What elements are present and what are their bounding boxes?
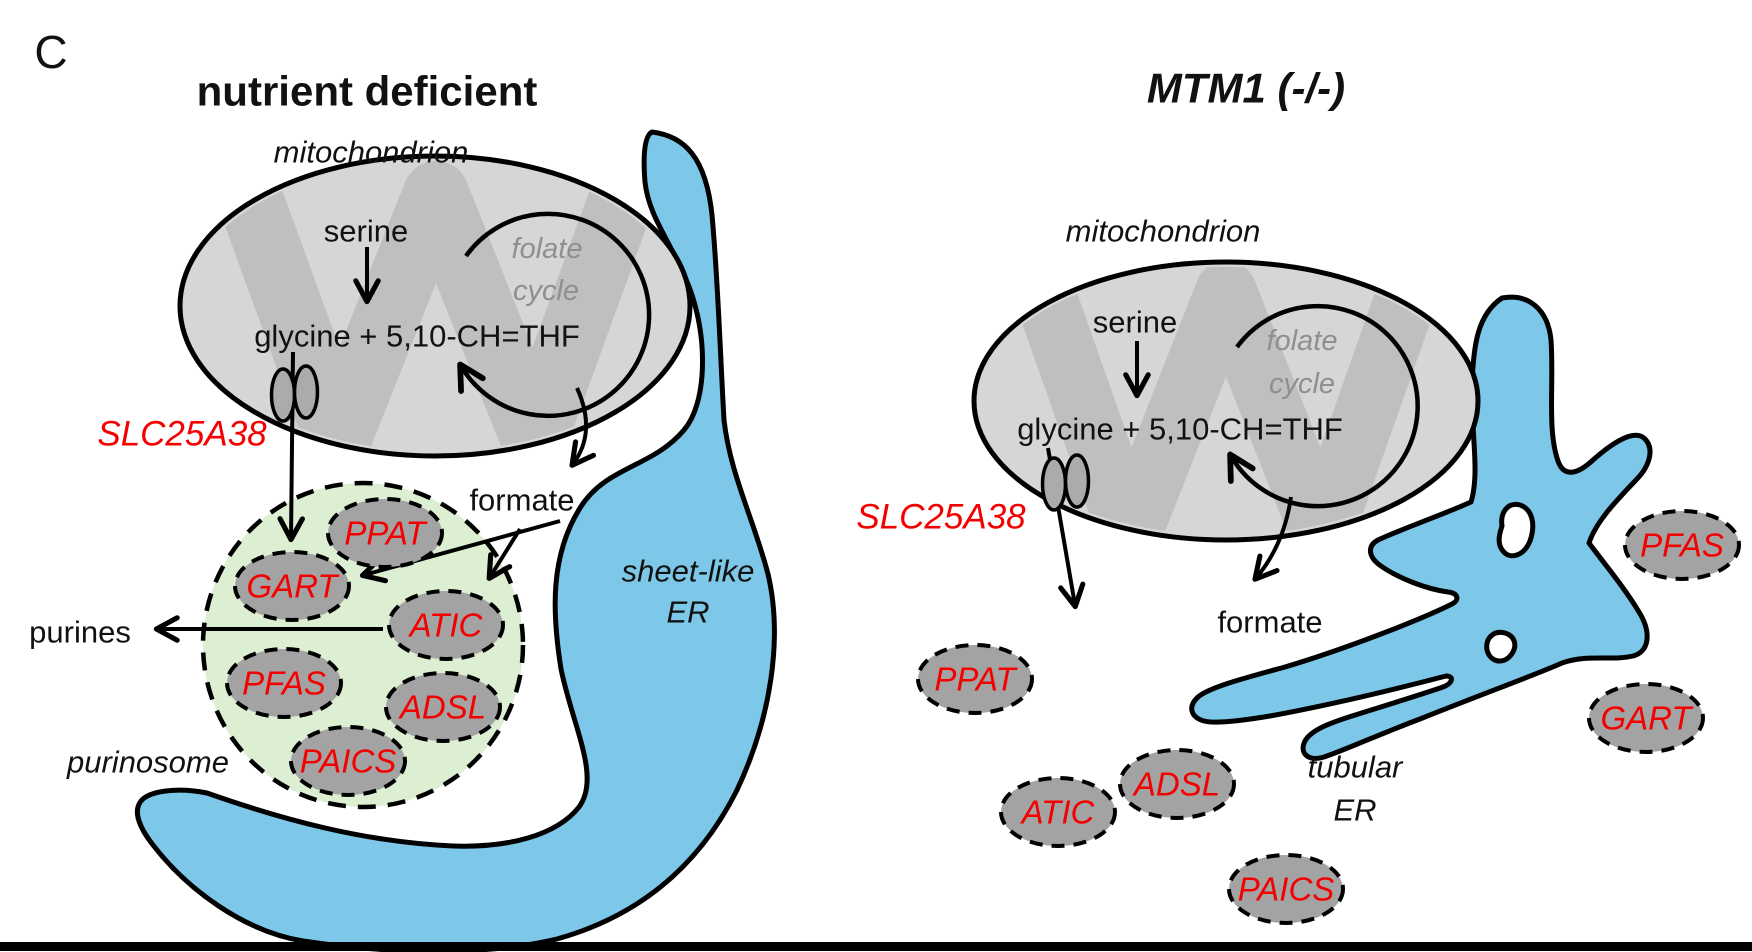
folate-cycle-arrow-left xyxy=(457,211,652,419)
enzyme-paics-left: PAICS xyxy=(289,725,407,797)
enzyme-pfas-right-label: PFAS xyxy=(1640,527,1724,564)
folate-to-formate-arrow-left xyxy=(569,387,597,468)
slc25a38-label-left: SLC25A38 xyxy=(97,415,267,454)
left-panel-title: nutrient deficient xyxy=(197,68,538,115)
enzyme-pfas-left: PFAS xyxy=(225,647,343,719)
right-panel-title: MTM1 (-/-) xyxy=(1147,65,1345,112)
slc25a38-transporter-left xyxy=(269,364,320,423)
cristae-watermark-right xyxy=(1016,267,1436,535)
tubular-er-label-2: ER xyxy=(1333,793,1376,828)
serine-label-right: serine xyxy=(1093,305,1177,340)
folate-cycle-label-right-2: cycle xyxy=(1269,368,1335,400)
enzyme-atic-right-label: ATIC xyxy=(1020,794,1096,831)
mitochondrion-label-left: mitochondrion xyxy=(274,135,469,170)
enzyme-gart-left: GART xyxy=(233,550,351,622)
purines-label: purines xyxy=(29,615,131,650)
reaction-label-left: glycine + 5,10-CH=THF xyxy=(254,319,580,354)
enzyme-adsl-right-label: ADSL xyxy=(1132,766,1220,803)
folate-cycle-label-left-1: folate xyxy=(512,233,583,265)
slc25a38-label-right: SLC25A38 xyxy=(856,498,1026,537)
enzyme-atic-right: ATIC xyxy=(999,776,1117,848)
enzyme-gart-left-label: GART xyxy=(246,568,340,605)
formate-label-left: formate xyxy=(469,483,574,518)
enzyme-adsl-left: ADSL xyxy=(384,671,502,743)
folate-cycle-label-left-2: cycle xyxy=(513,275,579,307)
purinosome-label: purinosome xyxy=(66,745,229,780)
serine-label-left: serine xyxy=(324,214,408,249)
enzyme-adsl-right: ADSL xyxy=(1118,748,1236,820)
enzyme-gart-right: GART xyxy=(1587,682,1705,754)
mitochondrion-label-right: mitochondrion xyxy=(1066,214,1261,249)
enzyme-pfas-left-label: PFAS xyxy=(242,665,326,702)
tubular-er-label-1: tubular xyxy=(1308,750,1404,785)
sheet-like-er-shape xyxy=(135,129,777,952)
reaction-label-right: glycine + 5,10-CH=THF xyxy=(1017,412,1343,447)
bottom-divider-bar xyxy=(0,942,1752,951)
enzyme-adsl-left-label: ADSL xyxy=(398,689,486,726)
slc25a38-transporter-right xyxy=(1040,453,1091,512)
folate-cycle-arrow-right xyxy=(1227,303,1420,509)
enzyme-atic-left-label: ATIC xyxy=(408,607,484,644)
enzyme-atic-left: ATIC xyxy=(387,589,505,661)
enzyme-ppat-left-label: PPAT xyxy=(344,515,428,552)
mitochondrion-right xyxy=(971,259,1481,543)
enzyme-paics-right: PAICS xyxy=(1227,853,1345,925)
figure-letter: C xyxy=(34,26,67,78)
enzyme-ppat-right: PPAT xyxy=(916,643,1034,715)
enzyme-pfas-right: PFAS xyxy=(1623,509,1741,581)
folate-cycle-label-right-1: folate xyxy=(1267,325,1338,357)
tubular-er-shape xyxy=(1189,294,1653,761)
formate-label-right: formate xyxy=(1217,605,1322,640)
enzyme-ppat-right-label: PPAT xyxy=(934,661,1018,698)
sheet-like-er-label-2: ER xyxy=(666,595,709,630)
enzyme-paics-right-label: PAICS xyxy=(1238,871,1335,908)
mitochondrion-left xyxy=(177,153,693,459)
folate-to-formate-arrow-right xyxy=(1252,496,1293,582)
enzyme-paics-left-label: PAICS xyxy=(300,743,397,780)
formate-to-atic-arrow xyxy=(486,527,522,581)
cristae-watermark-left xyxy=(218,161,654,451)
enzyme-gart-right-label: GART xyxy=(1600,700,1694,737)
enzyme-ppat-left: PPAT xyxy=(326,497,444,569)
sheet-like-er-label-1: sheet-like xyxy=(622,554,755,589)
